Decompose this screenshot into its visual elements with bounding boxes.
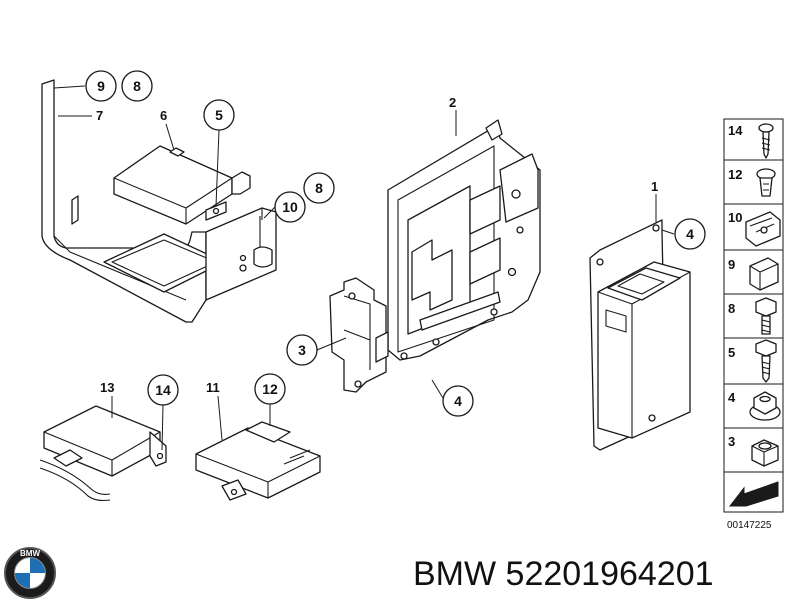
panel-item-14: 14 bbox=[728, 123, 743, 138]
bubble-8-second: 8 bbox=[303, 172, 335, 204]
svg-text:14: 14 bbox=[155, 382, 171, 398]
bubble-4-right: 4 bbox=[674, 218, 706, 250]
label-1: 1 bbox=[651, 179, 658, 194]
svg-text:4: 4 bbox=[686, 226, 694, 242]
part-6-module bbox=[113, 145, 251, 225]
bubble-12: 12 bbox=[254, 373, 286, 405]
part-11-module bbox=[195, 421, 321, 501]
bubble-10: 10 bbox=[274, 191, 306, 223]
part-7-bracket bbox=[41, 79, 277, 323]
screw-14-icon bbox=[758, 123, 774, 159]
bubble-3: 3 bbox=[286, 334, 318, 366]
label-6: 6 bbox=[160, 108, 167, 123]
label-11: 11 bbox=[206, 380, 220, 395]
panel-item-10: 10 bbox=[728, 210, 742, 225]
bubble-9: 9 bbox=[85, 70, 117, 102]
part-13-module bbox=[39, 405, 167, 502]
panel-item-12: 12 bbox=[728, 167, 742, 182]
part-3-bracket bbox=[329, 277, 389, 393]
part-2-bracket bbox=[387, 119, 541, 361]
panel-item-3: 3 bbox=[728, 434, 735, 449]
svg-text:3: 3 bbox=[298, 342, 306, 358]
rivet-12-icon bbox=[756, 168, 776, 197]
clip-9-icon bbox=[749, 257, 779, 291]
fastener-panel: 14 12 10 9 8 5 4 3 bbox=[723, 118, 784, 513]
bubble-4-lower: 4 bbox=[442, 385, 474, 417]
part-1-control-unit bbox=[589, 219, 691, 451]
arrow-icon bbox=[728, 481, 779, 507]
svg-text:8: 8 bbox=[315, 180, 323, 196]
svg-text:12: 12 bbox=[262, 381, 278, 397]
label-2: 2 bbox=[449, 95, 456, 110]
screw-5-icon bbox=[755, 339, 777, 383]
bubble-8: 8 bbox=[121, 70, 153, 102]
part-number-text: BMW 52201964201 bbox=[413, 555, 714, 593]
hex-bolt-8-icon bbox=[755, 297, 777, 335]
bmw-logo-icon: BMW bbox=[4, 547, 56, 599]
svg-text:9: 9 bbox=[97, 78, 105, 94]
panel-item-5: 5 bbox=[728, 345, 735, 360]
reference-number: 00147225 bbox=[727, 520, 772, 531]
svg-text:10: 10 bbox=[282, 199, 298, 215]
flange-nut-4-icon bbox=[749, 391, 781, 421]
svg-text:8: 8 bbox=[133, 78, 141, 94]
svg-text:5: 5 bbox=[215, 107, 223, 123]
svg-text:4: 4 bbox=[454, 393, 462, 409]
label-13: 13 bbox=[100, 380, 114, 395]
panel-item-4: 4 bbox=[728, 390, 736, 405]
label-7: 7 bbox=[96, 108, 103, 123]
clip-nut-10-icon bbox=[745, 211, 781, 247]
panel-item-8: 8 bbox=[728, 301, 735, 316]
bubble-5: 5 bbox=[203, 99, 235, 131]
leader-lines bbox=[53, 85, 675, 451]
bubble-14: 14 bbox=[147, 374, 179, 406]
bmw-logo-text: BMW bbox=[20, 549, 40, 558]
panel-item-9: 9 bbox=[728, 257, 735, 272]
hex-nut-3-icon bbox=[751, 439, 779, 467]
